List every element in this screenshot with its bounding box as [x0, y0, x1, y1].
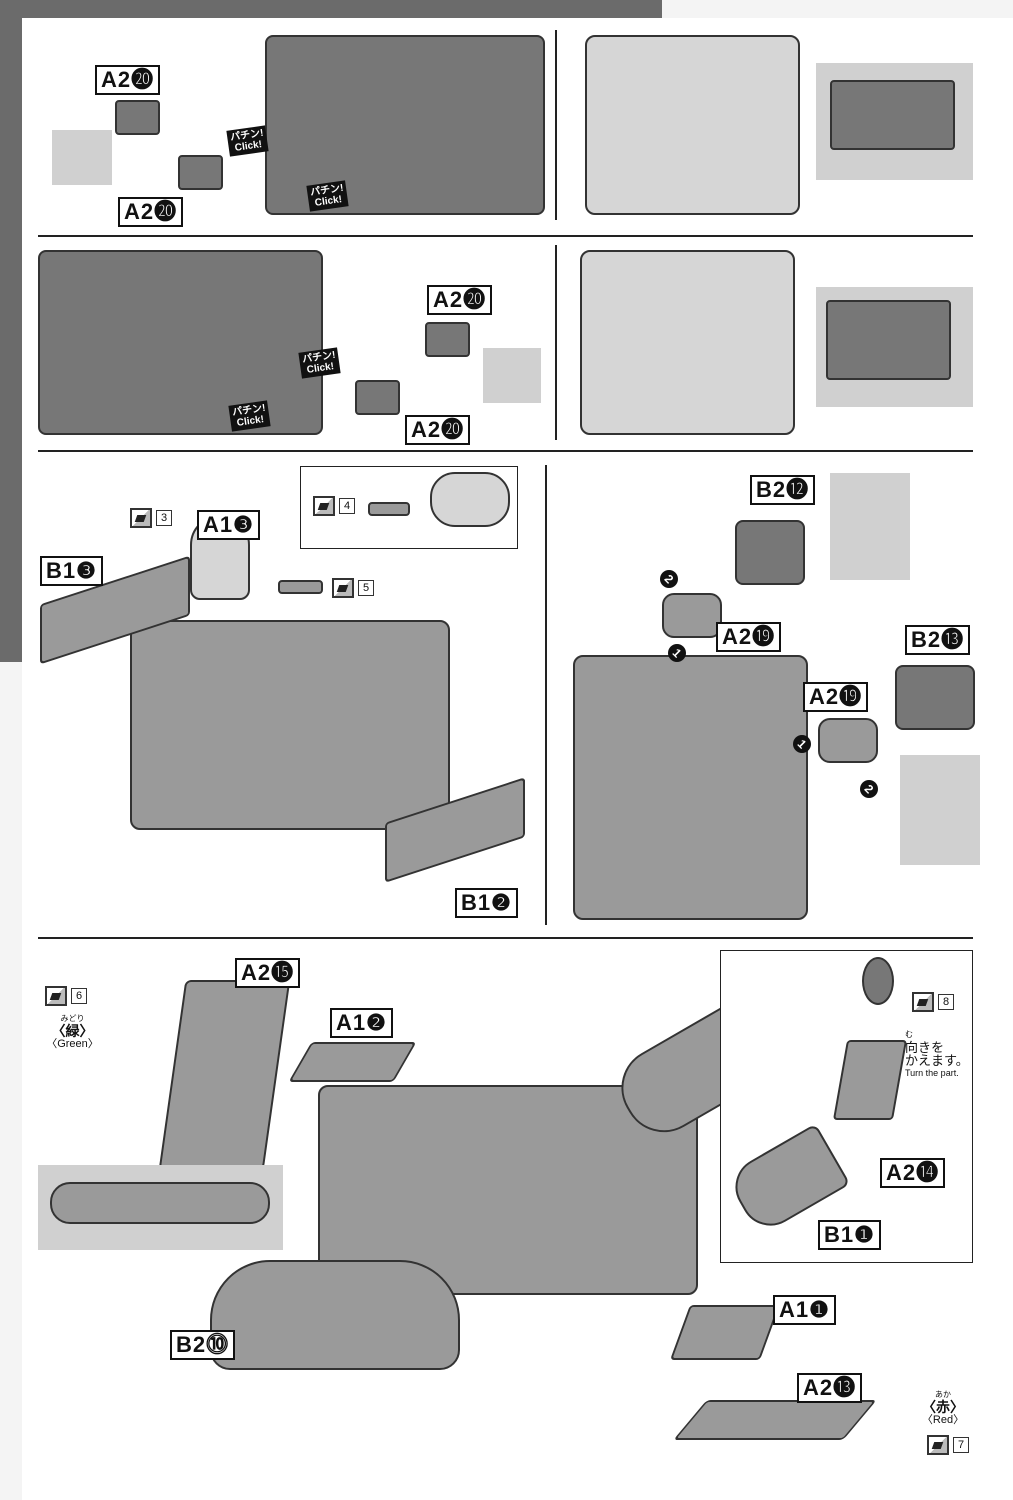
- sticker-3: 3: [130, 508, 172, 528]
- part-label: B2⓬: [750, 475, 816, 505]
- part-label: A1❸: [197, 510, 260, 540]
- part-b2-12: [735, 520, 805, 585]
- body-assembly: [38, 250, 323, 435]
- body-assembly: [585, 35, 800, 215]
- part-label: A1❷: [330, 1008, 393, 1038]
- sticker-number: 6: [71, 988, 87, 1004]
- click-badge: パチン!Click!: [228, 400, 271, 432]
- sticker-icon: [313, 496, 335, 516]
- reference-view: [483, 348, 541, 403]
- step-number: 2: [861, 781, 877, 797]
- body-assembly: [573, 655, 808, 920]
- divider: [555, 245, 557, 440]
- sticker-6: 6: [45, 986, 87, 1006]
- sticker-number: 3: [156, 510, 172, 526]
- step-number: 2: [661, 571, 677, 587]
- body-assembly: [580, 250, 795, 435]
- color-en: 〈Green〉: [46, 1038, 99, 1050]
- part-b2-13: [895, 665, 975, 730]
- turn-note: む 向きを かえます。 Turn the part.: [905, 1028, 970, 1080]
- color-jp: 〈赤〉: [922, 1399, 964, 1415]
- reference-part: [50, 1182, 270, 1224]
- ruby: あか: [935, 1390, 951, 1399]
- sticker-icon: [927, 1435, 949, 1455]
- part-label: A2⓯: [235, 958, 301, 988]
- part-a2-20: [178, 155, 223, 190]
- reference-part: [830, 80, 955, 150]
- part-label: A2⓮: [880, 1158, 946, 1188]
- sticker-icon: [912, 992, 934, 1012]
- sticker-number: 8: [938, 994, 954, 1010]
- sticker-shape: [278, 580, 323, 594]
- part-label: B1❷: [455, 888, 518, 918]
- step-number: 1: [669, 645, 685, 661]
- click-badge: パチン!Click!: [298, 347, 341, 379]
- part-label: A2⓳: [716, 622, 782, 652]
- part-label: B2⓭: [905, 625, 971, 655]
- part-label: A2⓭: [797, 1373, 863, 1403]
- turn-en: Turn the part.: [905, 1068, 959, 1078]
- click-badge: パチン!Click!: [306, 180, 349, 212]
- part-a2-19: [818, 718, 878, 763]
- part-label: A2⓴: [427, 285, 493, 315]
- sticker-4: 4: [313, 496, 355, 516]
- part-label: A2⓴: [118, 197, 184, 227]
- part-a2-19: [662, 593, 722, 638]
- sticker-icon: [130, 508, 152, 528]
- part-label: A2⓳: [803, 682, 869, 712]
- part-label: A2⓴: [405, 415, 471, 445]
- part-label: A2⓴: [95, 65, 161, 95]
- divider: [38, 937, 973, 939]
- color-note-green: みどり 〈緑〉 〈Green〉: [40, 1012, 105, 1051]
- header-bar: [0, 0, 662, 18]
- part-b2-10: [210, 1260, 460, 1370]
- sticker-icon: [332, 578, 354, 598]
- sticker-5: 5: [332, 578, 374, 598]
- sticker-number: 5: [358, 580, 374, 596]
- color-jp: 〈緑〉: [51, 1023, 94, 1039]
- divider: [555, 30, 557, 220]
- body-assembly: [130, 620, 450, 830]
- part-label: A1❶: [773, 1295, 836, 1325]
- reference-view: [900, 755, 980, 865]
- part-a2-20: [425, 322, 470, 357]
- ruby: みどり: [60, 1014, 85, 1023]
- divider: [38, 235, 973, 237]
- part-a2-20: [355, 380, 400, 415]
- click-badge: パチン!Click!: [226, 125, 269, 157]
- divider: [545, 465, 547, 925]
- reference-view: [52, 130, 112, 185]
- nozzle-detail: [862, 957, 894, 1005]
- part-a2-13: [673, 1400, 877, 1440]
- ruby: む: [905, 1030, 913, 1039]
- sticker-8: 8: [912, 992, 954, 1012]
- color-note-red: あか 〈赤〉 〈Red〉: [918, 1388, 968, 1427]
- step-number: 1: [794, 736, 810, 752]
- turn-jp: かえます。: [905, 1053, 969, 1068]
- sticker-number: 4: [339, 498, 355, 514]
- part-label: B2⓾: [170, 1330, 236, 1360]
- sticker-shape: [368, 502, 410, 516]
- sticker-icon: [45, 986, 67, 1006]
- part-label: B1❸: [40, 556, 103, 586]
- part-a2-20: [115, 100, 160, 135]
- part-detail: [430, 472, 510, 527]
- side-bar: [0, 0, 22, 662]
- sticker-7: 7: [927, 1435, 969, 1455]
- color-en: 〈Red〉: [921, 1414, 965, 1426]
- turn-jp: 向きを: [905, 1040, 945, 1055]
- sticker-number: 7: [953, 1437, 969, 1453]
- part-label: B1❶: [818, 1220, 881, 1250]
- reference-view: [830, 473, 910, 580]
- divider: [38, 450, 973, 452]
- reference-part: [826, 300, 951, 380]
